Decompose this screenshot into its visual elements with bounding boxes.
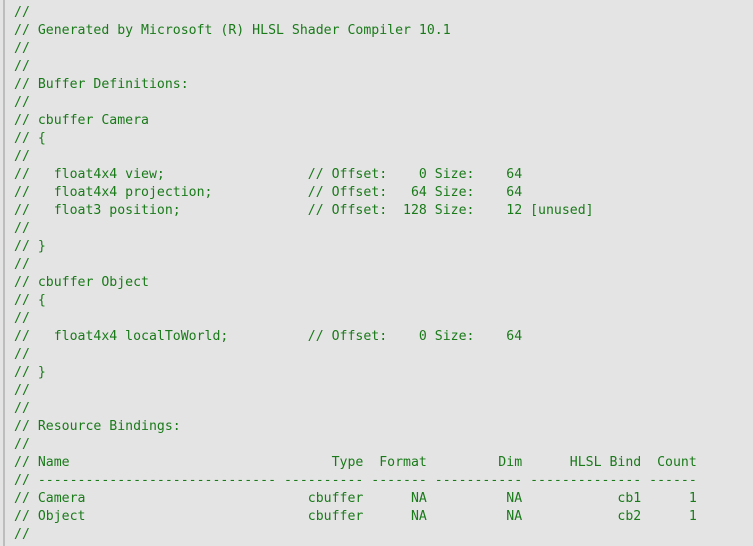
code-line: // Generated by Microsoft (R) HLSL Shade… xyxy=(14,23,451,38)
code-line: // xyxy=(14,347,30,362)
code-line: // float4x4 localToWorld; // Offset: 0 S… xyxy=(14,329,523,344)
code-line: // Name Type Format Dim HLSL Bind Count xyxy=(14,455,697,470)
code-line: // Buffer Definitions: xyxy=(14,77,189,92)
code-line: // float4x4 view; // Offset: 0 Size: 64 xyxy=(14,167,523,182)
code-line: // xyxy=(14,257,30,272)
code-line: // } xyxy=(14,365,46,380)
code-line: // ------------------------------ ------… xyxy=(14,473,697,488)
code-line: // { xyxy=(14,131,46,146)
code-line: // Resource Bindings: xyxy=(14,419,181,434)
code-line: // cbuffer Object xyxy=(14,275,149,290)
code-line: // xyxy=(14,383,30,398)
code-line: // xyxy=(14,59,30,74)
code-line: // Camera cbuffer NA NA cb1 1 xyxy=(14,491,697,506)
code-line: // { xyxy=(14,293,46,308)
code-line: // xyxy=(14,41,30,56)
code-line: // xyxy=(14,401,30,416)
code-line: // xyxy=(14,527,30,542)
code-line: // } xyxy=(14,239,46,254)
code-line: // cbuffer Camera xyxy=(14,113,149,128)
code-line: // Object cbuffer NA NA cb2 1 xyxy=(14,509,697,524)
code-line: // xyxy=(14,437,30,452)
code-line: // xyxy=(14,221,30,236)
code-line: // float4x4 projection; // Offset: 64 Si… xyxy=(14,185,523,200)
code-line: // xyxy=(14,149,30,164)
code-line: // xyxy=(14,311,30,326)
code-line: // xyxy=(14,95,30,110)
code-line: // float3 position; // Offset: 128 Size:… xyxy=(14,203,594,218)
code-line: // xyxy=(14,5,30,20)
